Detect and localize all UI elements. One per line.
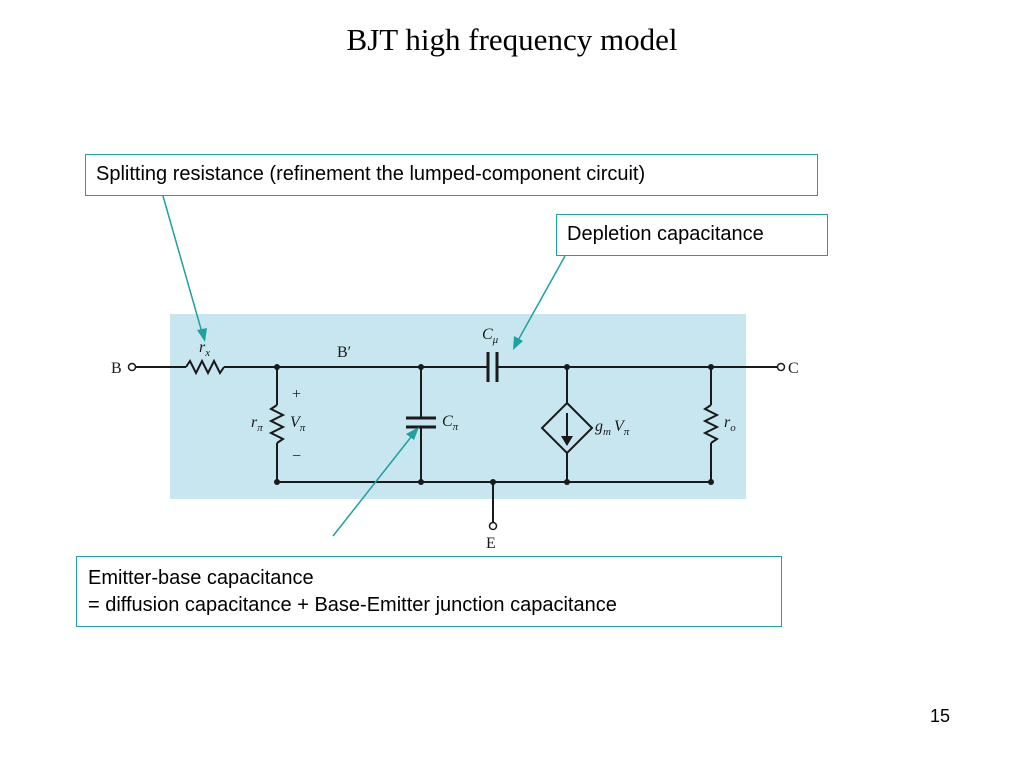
arrow-splitting-head bbox=[197, 328, 207, 342]
node-c-label: C bbox=[788, 360, 799, 377]
junction-dot bbox=[490, 479, 496, 485]
circuit-background bbox=[170, 314, 746, 499]
arrow-depletion bbox=[515, 255, 566, 345]
terminal-b bbox=[127, 362, 137, 372]
cpi-label: Cπ bbox=[442, 413, 459, 433]
node-bprime-label: B′ bbox=[337, 344, 351, 361]
arrow-splitting bbox=[162, 195, 204, 337]
arrow-depletion-head bbox=[513, 336, 523, 350]
callout-depletion-capacitance: Depletion capacitance bbox=[556, 214, 828, 256]
resistor-rx bbox=[185, 358, 225, 376]
page-number: 15 bbox=[930, 706, 951, 726]
callout-splitting-resistance: Splitting resistance (refinement the lum… bbox=[85, 154, 818, 196]
junction-dot bbox=[418, 479, 424, 485]
slide-title: BJT high frequency model bbox=[346, 22, 678, 57]
junction-dot bbox=[274, 479, 280, 485]
junction-dot bbox=[274, 364, 280, 370]
junction-dot bbox=[564, 479, 570, 485]
callout-splitting-text: Splitting resistance (refinement the lum… bbox=[96, 163, 646, 185]
rpi-label: rπ bbox=[251, 414, 263, 434]
rx-label: rx bbox=[199, 339, 210, 359]
plus-label: + bbox=[292, 386, 301, 403]
cmu-label: Cμ bbox=[482, 326, 499, 346]
current-arrow-head bbox=[561, 436, 573, 446]
callout-depletion-text: Depletion capacitance bbox=[567, 223, 764, 245]
callout-emitter-line2: = diffusion capacitance + Base-Emitter j… bbox=[88, 594, 617, 616]
ro-label: ro bbox=[724, 414, 736, 434]
node-e-label: E bbox=[486, 535, 496, 552]
vpi-label: Vπ bbox=[290, 414, 306, 434]
resistor-rpi bbox=[268, 404, 286, 444]
terminal-c bbox=[776, 362, 786, 372]
junction-dot bbox=[708, 364, 714, 370]
junction-dot bbox=[708, 479, 714, 485]
arrow-emitter bbox=[332, 431, 416, 537]
junction-dot bbox=[564, 364, 570, 370]
node-b-label: B bbox=[111, 360, 122, 377]
minus-label: − bbox=[292, 448, 301, 465]
terminal-e bbox=[488, 521, 498, 531]
callout-emitter-line1: Emitter-base capacitance bbox=[88, 567, 314, 589]
resistor-ro bbox=[702, 404, 720, 444]
junction-dot bbox=[418, 364, 424, 370]
callout-emitter-base-capacitance: Emitter-base capacitance = diffusion cap… bbox=[76, 556, 782, 627]
arrow-emitter-head bbox=[406, 427, 419, 440]
